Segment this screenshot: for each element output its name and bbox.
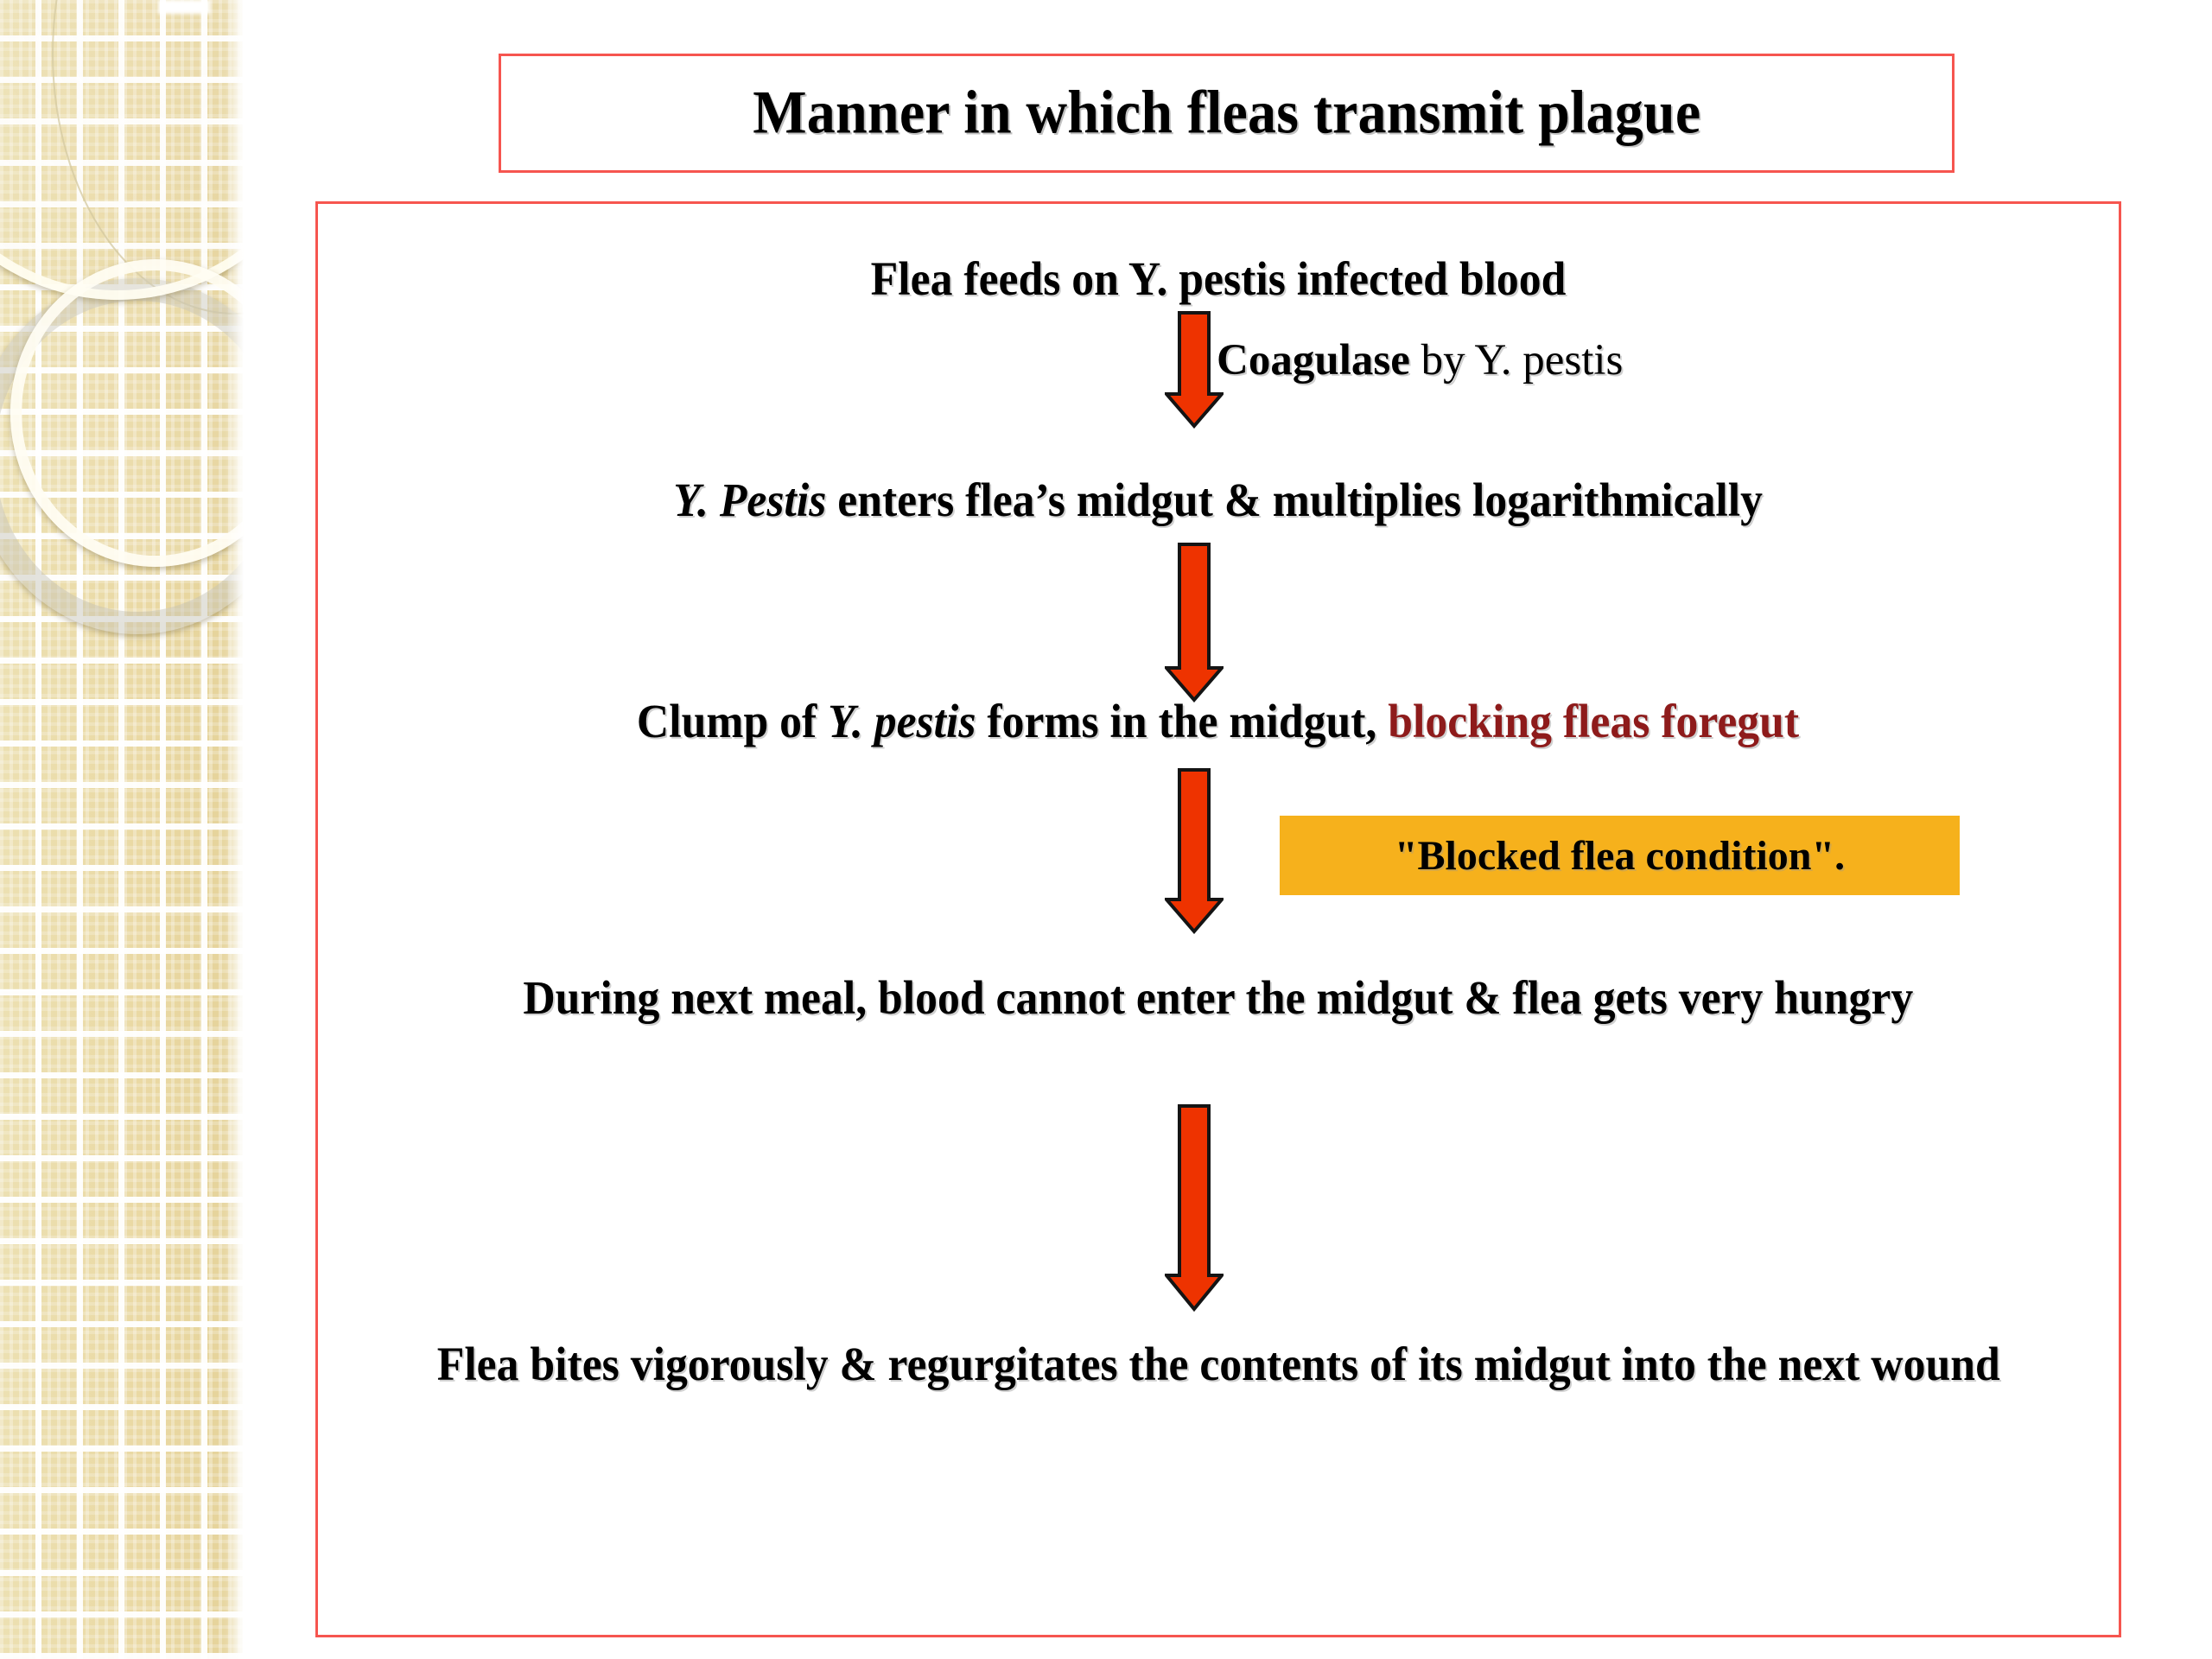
sidebar-top-highlight: [158, 0, 210, 14]
sidebar-right-fade: [226, 0, 249, 1659]
arrow-4-icon: [1165, 1104, 1224, 1312]
flow-step-2-rest: enters flea’s midgut & multiplies logari…: [826, 474, 1764, 526]
arrow-3-icon: [1165, 768, 1224, 934]
flowchart-container: Flea feeds on Y. pestis infected blood C…: [315, 201, 2121, 1637]
page-title-text: Manner in which fleas transmit plague: [752, 79, 1701, 147]
flow-step-3-part-a: Clump of: [637, 695, 829, 747]
page-title: Manner in which fleas transmit plague: [501, 79, 1952, 149]
sidebar-large-circle: [0, 0, 249, 300]
flow-step-1-text: Flea feeds on Y. pestis infected blood: [870, 252, 1567, 305]
arrow-2-icon: [1165, 543, 1224, 702]
coagulase-annotation: Coagulase by Y. pestis: [1217, 335, 1623, 385]
coagulase-bold: Coagulase: [1217, 336, 1410, 385]
flow-step-3-part-b: forms in the midgut,: [976, 695, 1389, 747]
flow-step-5: Flea bites vigorously & regurgitates the…: [318, 1338, 2119, 1391]
coagulase-regular: by Y. pestis: [1409, 336, 1624, 385]
flow-step-1: Flea feeds on Y. pestis infected blood: [318, 252, 2119, 306]
title-box: Manner in which fleas transmit plague: [499, 54, 1955, 173]
flow-step-4-text: During next meal, blood cannot enter the…: [523, 971, 1914, 1024]
flow-step-3: Clump of Y. pestis forms in the midgut, …: [318, 695, 2119, 748]
flow-step-5-text: Flea bites vigorously & regurgitates the…: [436, 1338, 2000, 1390]
blocked-flea-badge: "Blocked flea condition".: [1280, 816, 1960, 895]
flow-step-3-species: Y. pestis: [828, 695, 976, 747]
flow-step-2-lead: Y. Pestis: [673, 474, 827, 526]
blocked-flea-badge-text: "Blocked flea condition".: [1394, 832, 1846, 879]
flow-step-3-highlight: blocking fleas foregut: [1388, 695, 1800, 747]
decorative-sidebar: [0, 0, 249, 1659]
flow-step-2: Y. Pestis enters flea’s midgut & multipl…: [318, 474, 2119, 527]
flow-step-4: During next meal, blood cannot enter the…: [318, 971, 2119, 1025]
arrow-1-icon: [1165, 311, 1224, 429]
